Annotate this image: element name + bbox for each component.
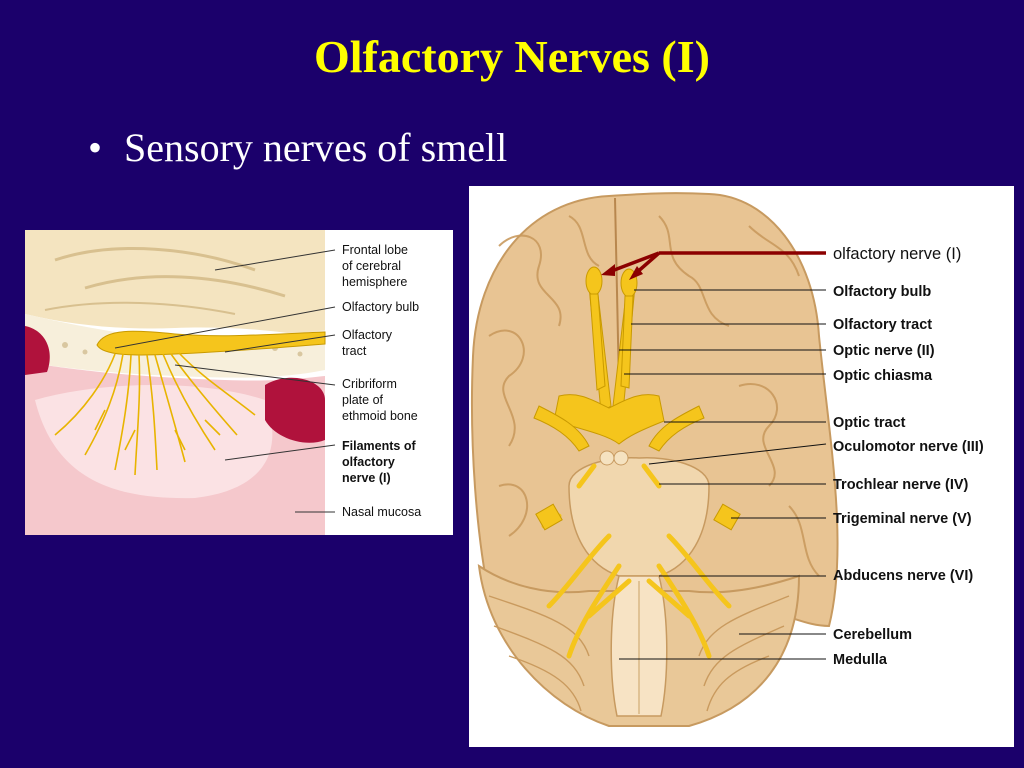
olfactory-section-figure: Frontal lobe of cerebral hemisphere Olfa… (25, 230, 453, 535)
label-filaments-2: olfactory (342, 455, 395, 469)
label-filaments-3: nerve (I) (342, 471, 391, 485)
brain-inferior-view-diagram: olfactory nerve (I) Olfactory bulb Olfac… (469, 186, 1014, 747)
label-cribriform-2: plate of (342, 393, 384, 407)
label-optic-tract: Optic tract (833, 415, 906, 431)
label-olfactory-bulb: Olfactory bulb (342, 300, 419, 314)
left-leader-lines (114, 249, 336, 513)
label-frontal-lobe-3: hemisphere (342, 275, 407, 289)
label-oculomotor-nerve: Oculomotor nerve (III) (833, 439, 984, 455)
label-cribriform-1: Cribriform (342, 377, 397, 391)
brain-inferior-figure: olfactory nerve (I) Olfactory bulb Olfac… (469, 186, 1014, 747)
label-olfactory-bulb-right: Olfactory bulb (833, 284, 931, 300)
olfactory-nerve-structures (585, 266, 638, 391)
label-olfactory-tract-right: Olfactory tract (833, 317, 932, 333)
gyri-texture (488, 215, 820, 577)
sinus-red-left (25, 326, 50, 375)
label-cerebellum: Cerebellum (833, 627, 912, 643)
slide-title: Olfactory Nerves (I) (314, 31, 710, 82)
right-leader-lines (619, 289, 827, 660)
label-trochlear-nerve: Trochlear nerve (IV) (833, 477, 969, 493)
label-abducens-nerve: Abducens nerve (VI) (833, 568, 973, 584)
olfactory-bulb-shape (96, 330, 326, 356)
label-optic-chiasma: Optic chiasma (833, 368, 933, 384)
olfactory-bulb-left (585, 266, 603, 296)
frontal-lobe-shape (25, 230, 325, 340)
label-frontal-lobe-2: of cerebral (342, 259, 401, 273)
label-filaments-1: Filaments of (342, 439, 416, 453)
bullet-item: • Sensory nerves of smell (88, 124, 507, 171)
label-nasal-mucosa: Nasal mucosa (342, 505, 421, 519)
label-medulla: Medulla (833, 652, 888, 668)
sinus-red-right (265, 377, 325, 443)
optic-chiasma-shape (553, 394, 665, 445)
olfactory-filaments (54, 352, 256, 476)
bullet-dot: • (88, 125, 103, 170)
label-frontal-lobe-1: Frontal lobe (342, 243, 408, 257)
label-olfactory-nerve-highlight: olfactory nerve (I) (833, 245, 961, 263)
label-trigeminal-nerve: Trigeminal nerve (V) (833, 511, 972, 527)
label-olfactory-tract-1: Olfactory (342, 328, 393, 342)
olfactory-pointer-arrows (601, 251, 826, 280)
label-optic-nerve: Optic nerve (II) (833, 343, 935, 359)
olfactory-section-diagram: Frontal lobe of cerebral hemisphere Olfa… (25, 230, 453, 535)
cerebellum-folia (488, 595, 790, 712)
bullet-text: Sensory nerves of smell (124, 125, 508, 170)
label-cribriform-3: ethmoid bone (342, 409, 418, 423)
label-olfactory-tract-2: tract (342, 344, 367, 358)
